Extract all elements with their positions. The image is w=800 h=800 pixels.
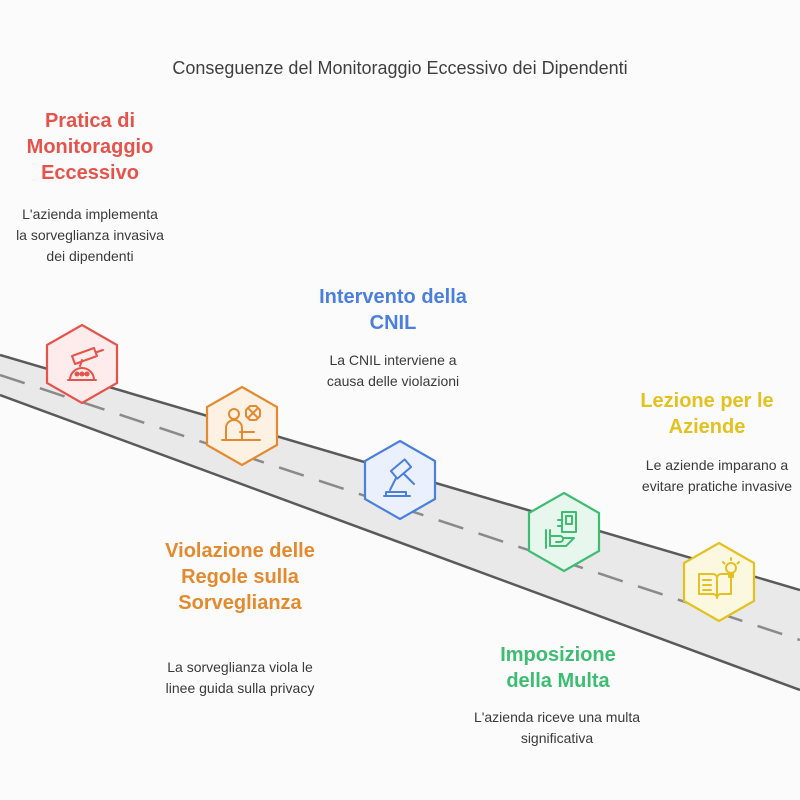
money-fine-icon — [527, 491, 601, 573]
surveillance-camera-icon — [45, 323, 119, 405]
step-5-description: Le aziende imparano a evitare pratiche i… — [641, 457, 793, 494]
step-5-title: Lezione per le Aziende — [640, 390, 774, 438]
diagram-title: Conseguenze del Monitoraggio Eccessivo d… — [172, 58, 628, 78]
step-2-description: La sorveglianza viola le linee guida sul… — [165, 659, 315, 696]
step-3-title: Intervento della CNIL — [319, 286, 467, 334]
step-1-hexagon — [44, 322, 120, 406]
gavel-icon — [363, 439, 437, 521]
privacy-violation-icon — [205, 385, 279, 467]
step-3-hexagon — [362, 438, 438, 522]
step-2-title: Violazione delle Regole sulla Sorveglian… — [165, 540, 315, 614]
step-2-hexagon — [204, 384, 280, 468]
step-5-hexagon — [681, 540, 757, 624]
step-4-hexagon — [526, 490, 602, 574]
book-lightbulb-icon — [682, 541, 756, 623]
step-4-description: L'azienda riceve una multa significativa — [473, 709, 641, 746]
step-3-description: La CNIL interviene a causa delle violazi… — [326, 352, 460, 389]
step-4-title: Imposizione della Multa — [500, 644, 616, 692]
step-1-title: Pratica di Monitoraggio Eccessivo — [26, 110, 154, 184]
step-1-description: L'azienda implementa la sorveglianza inv… — [16, 206, 164, 264]
